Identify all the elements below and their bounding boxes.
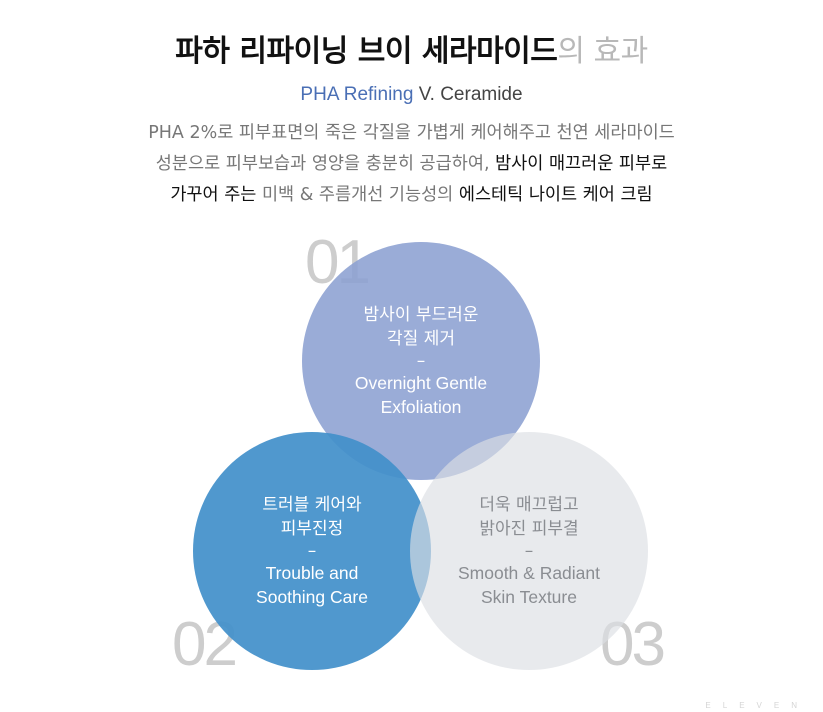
benefit-2-en-line-1: Trouble and xyxy=(265,563,359,583)
watermark: ELEVEN xyxy=(705,701,809,710)
description-line-3c: 에스테틱 나이트 케어 크림 xyxy=(458,185,653,205)
description-line-2a: 성분으로 피부보습과 영양을 충분히 공급하여, xyxy=(155,154,496,174)
benefit-3-en-line-2: Skin Texture xyxy=(481,587,577,607)
product-description: PHA 2%로 피부표면의 죽은 각질을 가볍게 케어해주고 천연 세라마이드 … xyxy=(0,118,823,211)
description-line-3a: 가꾸어 주는 xyxy=(170,185,257,205)
benefit-2-ko-line-1: 트러블 케어와 xyxy=(262,495,362,515)
benefit-2-en-line-2: Soothing Care xyxy=(256,587,368,607)
benefit-2-ko-line-2: 피부진정 xyxy=(280,519,344,539)
benefit-3-ko-line-1: 더욱 매끄럽고 xyxy=(479,495,579,515)
description-line-2b: 밤사이 매끄러운 피부로 xyxy=(495,154,668,174)
subtitle-rest: V. Ceramide xyxy=(413,84,523,105)
benefit-2-dash: – xyxy=(307,541,317,561)
benefit-1-dash: – xyxy=(416,351,426,371)
page-title: 파하 리파이닝 브이 세라마이드의 효과 xyxy=(0,26,823,70)
description-line-3: 가꾸어 주는 미백 & 주름개선 기능성의 에스테틱 나이트 케어 크림 xyxy=(0,180,823,211)
title-main: 파하 리파이닝 브이 세라마이드 xyxy=(175,34,558,69)
benefit-1-ko-line-1: 밤사이 부드러운 xyxy=(363,305,479,325)
benefit-circle-2: 트러블 케어와 피부진정 – Trouble and Soothing Care xyxy=(193,432,431,670)
product-subtitle: PHA Refining V. Ceramide xyxy=(0,84,823,106)
benefit-1-en-line-1: Overnight Gentle xyxy=(354,373,488,393)
benefit-3-ko-line-2: 밝아진 피부결 xyxy=(479,519,579,539)
description-line-2: 성분으로 피부보습과 영양을 충분히 공급하여, 밤사이 매끄러운 피부로 xyxy=(0,149,823,180)
benefit-3-dash: – xyxy=(524,541,534,561)
description-line-1: PHA 2%로 피부표면의 죽은 각질을 가볍게 케어해주고 천연 세라마이드 xyxy=(148,123,675,143)
subtitle-accent: PHA Refining xyxy=(300,84,414,105)
title-suffix: 의 효과 xyxy=(557,34,648,69)
benefit-1-en-line-2: Exfoliation xyxy=(380,397,462,417)
description-line-3b: 미백 & 주름개선 기능성의 xyxy=(256,185,459,205)
benefit-3-en-line-1: Smooth & Radiant xyxy=(457,563,601,583)
benefit-1-ko-line-2: 각질 제거 xyxy=(387,329,455,349)
benefit-circle-3: 더욱 매끄럽고 밝아진 피부결 – Smooth & Radiant Skin … xyxy=(410,432,648,670)
